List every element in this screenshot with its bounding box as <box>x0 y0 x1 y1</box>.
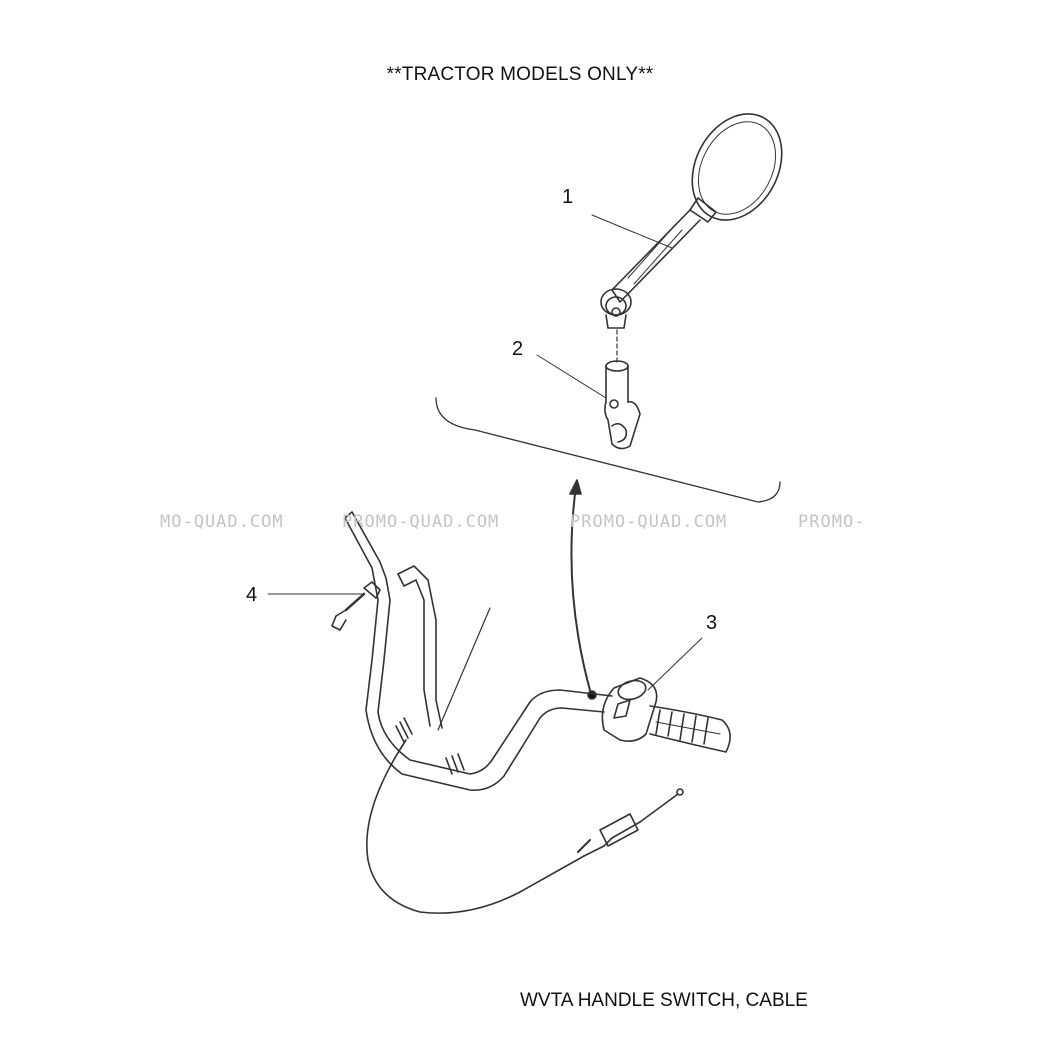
leader-lines <box>267 214 703 691</box>
watermark-4: PROMO- <box>798 512 866 532</box>
cable-connector-icon <box>331 581 381 631</box>
watermark-2: PROMO-QUAD.COM <box>342 512 500 532</box>
watermark-1: MO-QUAD.COM <box>160 512 284 532</box>
rear-view-mirror-icon <box>600 113 783 329</box>
callout-2: 2 <box>512 338 524 360</box>
callout-1: 1 <box>562 186 574 208</box>
callout-4: 4 <box>246 584 258 606</box>
mirror-bracket-icon <box>604 360 641 450</box>
handlebar-icon <box>344 511 613 792</box>
watermark-3: PROMO-QUAD.COM <box>570 512 728 532</box>
diagram-title: **TRACTOR MODELS ONLY** <box>386 64 654 85</box>
handle-switch-icon <box>601 677 731 753</box>
diagram-caption: WVTA HANDLE SWITCH, CABLE <box>520 990 808 1011</box>
throttle-cable-icon <box>366 739 684 914</box>
callout-3: 3 <box>706 612 718 634</box>
